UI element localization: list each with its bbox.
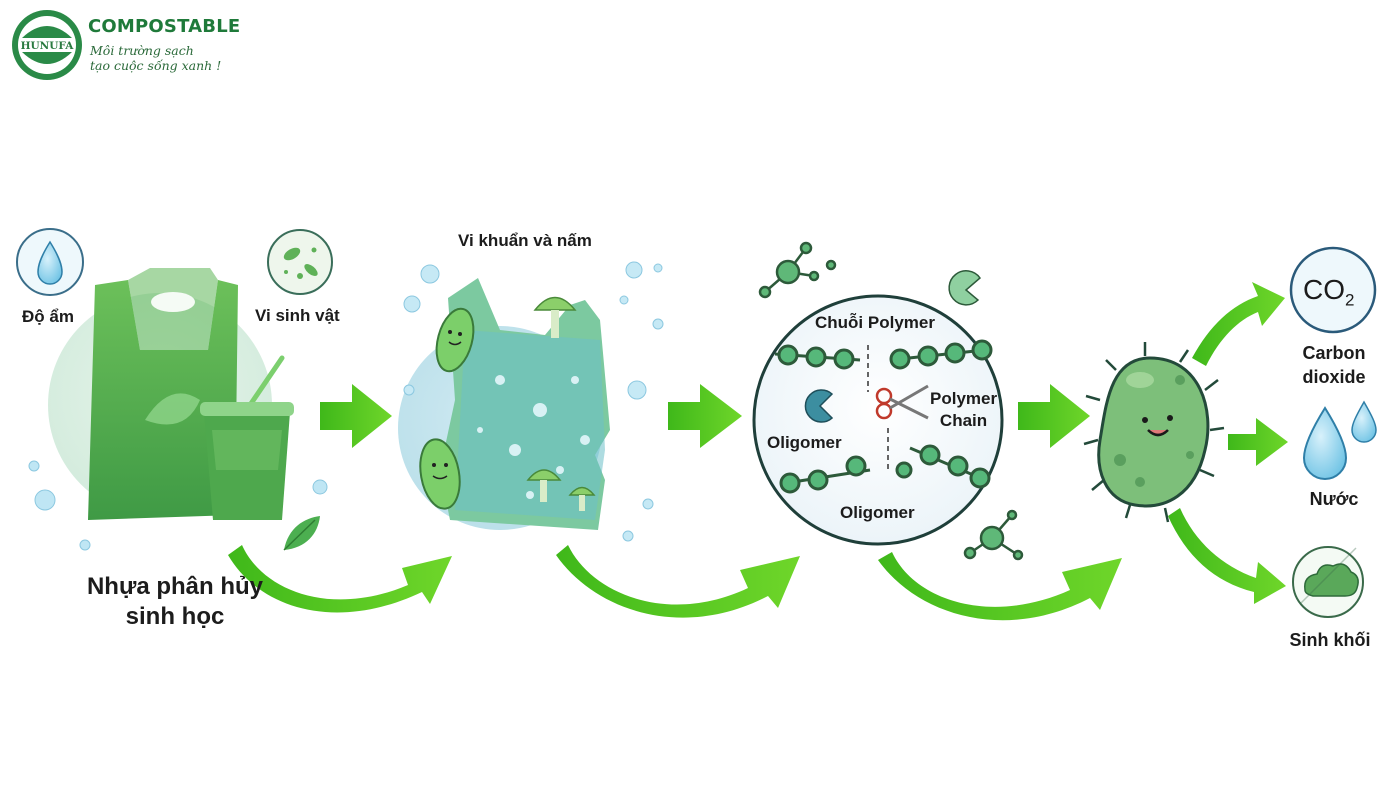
oligomer-label-left: Oligomer xyxy=(767,433,842,452)
curved-arrow-1 xyxy=(228,545,452,613)
stage2-bubbles xyxy=(403,261,664,542)
co2-subscript: 2 xyxy=(1345,290,1355,310)
mushroom-icon xyxy=(526,296,596,511)
stage1-caption-line2: sinh học xyxy=(125,603,225,630)
bacterium-icon xyxy=(1083,342,1225,523)
brand-tagline: Môi trường sạch tạo cuộc sống xanh ! xyxy=(90,43,221,73)
moisture-icon xyxy=(16,228,84,296)
water-drop-icon xyxy=(37,240,63,285)
arrow-co2 xyxy=(1192,282,1285,366)
polymer-chain-label-en-line1: Polymer xyxy=(930,389,998,408)
brand-title: COMPOSTABLE xyxy=(88,16,241,37)
brand-mark-text: HUNUFA xyxy=(21,40,75,52)
biomass-label: Sinh khối xyxy=(1289,630,1371,650)
co2-label: Carbon dioxide xyxy=(1284,341,1384,389)
co2-label-line2: dioxide xyxy=(1302,367,1366,387)
bioplastic-bag xyxy=(88,268,238,520)
bacterium-icon-bottom xyxy=(419,438,461,510)
decomposing-bag xyxy=(440,278,610,530)
stage1-caption-line1: Nhựa phân hủy xyxy=(86,573,264,600)
microbe-label: Vi sinh vật xyxy=(255,306,340,325)
molecule-icon-top xyxy=(758,241,837,299)
co2-symbol: CO2 xyxy=(1303,274,1354,311)
arrow-3 xyxy=(1018,384,1090,448)
arrow-2 xyxy=(668,384,742,448)
biomass-icon xyxy=(1292,546,1364,618)
molecule-icon-bottom xyxy=(963,509,1024,561)
water-output-icon xyxy=(1302,400,1377,480)
polymer-chains xyxy=(774,339,993,494)
polymer-chain-label-en-line2: Chain xyxy=(939,411,988,430)
arrow-biomass xyxy=(1168,508,1286,604)
curved-arrow-2 xyxy=(556,545,800,618)
stage1-caption: Nhựa phân hủy sinh học xyxy=(60,572,290,632)
bioplastic-cup xyxy=(200,355,294,520)
moisture-label: Độ ẩm xyxy=(22,307,74,326)
brand-tagline-line2: tạo cuộc sống xanh ! xyxy=(90,58,222,73)
water-label: Nước xyxy=(1309,489,1359,509)
pacman-enzyme-icon xyxy=(804,270,982,423)
scissors-icon xyxy=(875,384,929,420)
arrow-water xyxy=(1228,418,1288,466)
co2-symbol-main: CO xyxy=(1303,274,1345,305)
curved-arrow-3 xyxy=(878,552,1122,621)
arrow-1 xyxy=(320,384,392,448)
oligomer-label-bottom: Oligomer xyxy=(840,503,915,522)
polymer-chain-label-vi: Chuỗi Polymer xyxy=(815,313,935,332)
stage1-bubbles xyxy=(28,460,328,551)
brand-tagline-line1: Môi trường sạch xyxy=(90,43,194,58)
flow-arrows xyxy=(228,282,1288,621)
brand-logo: HUNUFA xyxy=(12,10,82,80)
co2-label-line1: Carbon xyxy=(1302,343,1366,363)
leaf-icon xyxy=(283,516,320,551)
microbe-icon xyxy=(267,229,333,295)
polymer-chain-label-en: Polymer Chain xyxy=(930,388,997,432)
stage2-title: Vi khuẩn và nấm xyxy=(458,231,592,250)
co2-icon xyxy=(1289,246,1377,334)
bacterium-icon-top xyxy=(435,307,475,373)
